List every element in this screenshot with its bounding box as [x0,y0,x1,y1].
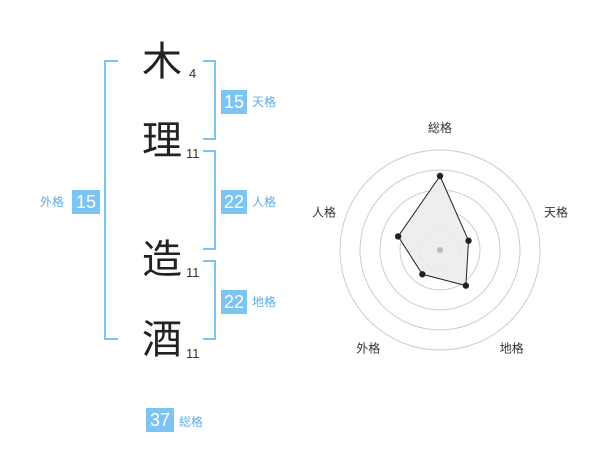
tenkaku-value: 15 [221,90,247,114]
radar-point-4 [419,271,426,278]
name-char-4-strokes: 11 [186,346,200,361]
name-char-1: 木 [142,39,182,85]
radar-area [397,174,470,287]
name-char-1-strokes: 4 [189,66,197,81]
radar-point-5 [394,233,402,240]
radar-axis-label-3: 地格 [500,341,524,356]
chikaku-value: 22 [221,290,247,314]
radar-point-2 [465,237,472,244]
gaikaku-value: 15 [72,190,100,214]
radar-axis-label-5: 人格 [312,204,336,219]
radar-axis-label-1: 総格 [428,120,452,135]
radar-axis-label-4: 外格 [356,341,380,356]
radar-grid-ring [359,169,521,331]
radar-point-1 [436,172,444,180]
radar-grid-ring [339,149,541,351]
gaikaku-bracket [104,60,118,340]
radar-center-dot [437,247,443,253]
name-char-4: 酒 [142,317,182,363]
gaikaku-label: 外格 [40,195,65,209]
radar-axis-label-2: 天格 [544,204,568,219]
tenkaku-label: 天格 [252,95,277,109]
name-char-2: 理 [142,118,182,164]
radar-point-3 [462,282,470,289]
soukaku-label: 総格 [179,415,204,429]
name-char-2-strokes: 11 [186,146,200,161]
chikaku-bracket [203,260,216,340]
name-char-3-strokes: 11 [186,265,200,280]
jinkaku-bracket [203,150,216,250]
tenkaku-bracket [203,60,216,140]
name-char-3: 造 [142,237,182,283]
jinkaku-label: 人格 [252,195,277,209]
jinkaku-value: 22 [221,190,247,214]
soukaku-value: 37 [146,408,174,432]
chikaku-label: 地格 [252,295,277,309]
